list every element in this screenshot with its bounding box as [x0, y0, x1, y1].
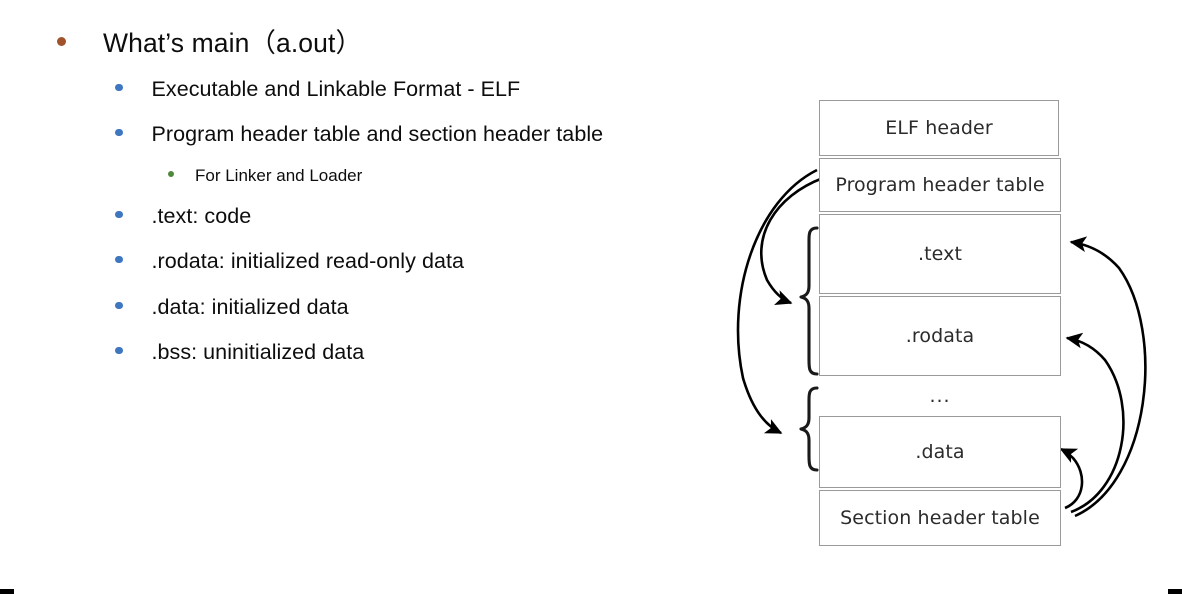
outline-item-level2[interactable]: Program header table and section header …	[115, 122, 604, 146]
outline-item-label: For Linker and Loader	[195, 166, 363, 185]
elf-section-ellipsis: ...	[819, 376, 1061, 416]
elf-section-elf-header[interactable]: ELF header	[819, 100, 1059, 156]
elf-section-label: .data	[915, 441, 965, 463]
outline-item-label: .rodata: initialized read-only data	[151, 249, 464, 273]
bullet-dot-icon	[115, 301, 123, 309]
arrow-shdr-to-data	[1059, 447, 1084, 510]
arrow-shdr-to-rodata	[1065, 332, 1125, 514]
bullet-dot-icon	[115, 83, 123, 91]
elf-section-program-header-table[interactable]: Program header table	[819, 158, 1061, 212]
arrow-shdr-to-text	[1069, 236, 1147, 518]
outline-item-label: Program header table and section header …	[151, 122, 604, 146]
outline-item-label: .text: code	[151, 204, 252, 228]
elf-section-label: .text	[917, 243, 963, 265]
outline-item-level2[interactable]: .data: initialized data	[115, 295, 349, 319]
slide-corner-mark-left	[0, 589, 14, 594]
bullet-dot-icon	[57, 37, 66, 46]
outline-item-label: Executable and Linkable Format - ELF	[151, 77, 521, 101]
elf-diagram-connectors	[736, 168, 1147, 518]
brace-data	[799, 386, 819, 472]
elf-section-label: Section header table	[840, 507, 1040, 529]
elf-section-label: ELF header	[885, 117, 993, 139]
elf-section-label: Program header table	[835, 174, 1045, 196]
outline-item-label: .bss: uninitialized data	[151, 340, 365, 364]
slide-corner-mark-right	[1168, 589, 1182, 594]
bullet-dot-icon	[115, 128, 123, 136]
outline-item-level2[interactable]: .rodata: initialized read-only data	[115, 249, 464, 273]
outline-item-label: What’s main（a.out）	[103, 28, 363, 58]
elf-section-text[interactable]: .text	[819, 214, 1061, 294]
bullet-dot-icon	[168, 171, 174, 177]
bullet-dot-icon	[115, 255, 123, 263]
bullet-dot-icon	[115, 210, 123, 218]
brace-text-rodata	[799, 226, 819, 376]
bullet-dot-icon	[115, 346, 123, 354]
outline-item-level2[interactable]: Executable and Linkable Format - ELF	[115, 77, 521, 101]
outline-item-level2[interactable]: .bss: uninitialized data	[115, 340, 365, 364]
elf-section-label: .rodata	[905, 325, 975, 347]
elf-section-section-header-table[interactable]: Section header table	[819, 490, 1061, 546]
arrow-phdr-to-text-segment	[759, 176, 824, 306]
elf-section-rodata[interactable]: .rodata	[819, 296, 1061, 376]
outline-item-level2[interactable]: .text: code	[115, 204, 252, 228]
outline-item-level1[interactable]: What’s main（a.out）	[57, 30, 362, 57]
outline-item-label: .data: initialized data	[151, 295, 349, 319]
elf-section-label: ...	[929, 385, 951, 407]
elf-file-layout-diagram: ELF header Program header table .text .r…	[705, 88, 1175, 548]
elf-section-data[interactable]: .data	[819, 416, 1061, 488]
outline-item-level3[interactable]: For Linker and Loader	[168, 167, 362, 184]
arrow-phdr-to-data-segment	[736, 168, 818, 435]
